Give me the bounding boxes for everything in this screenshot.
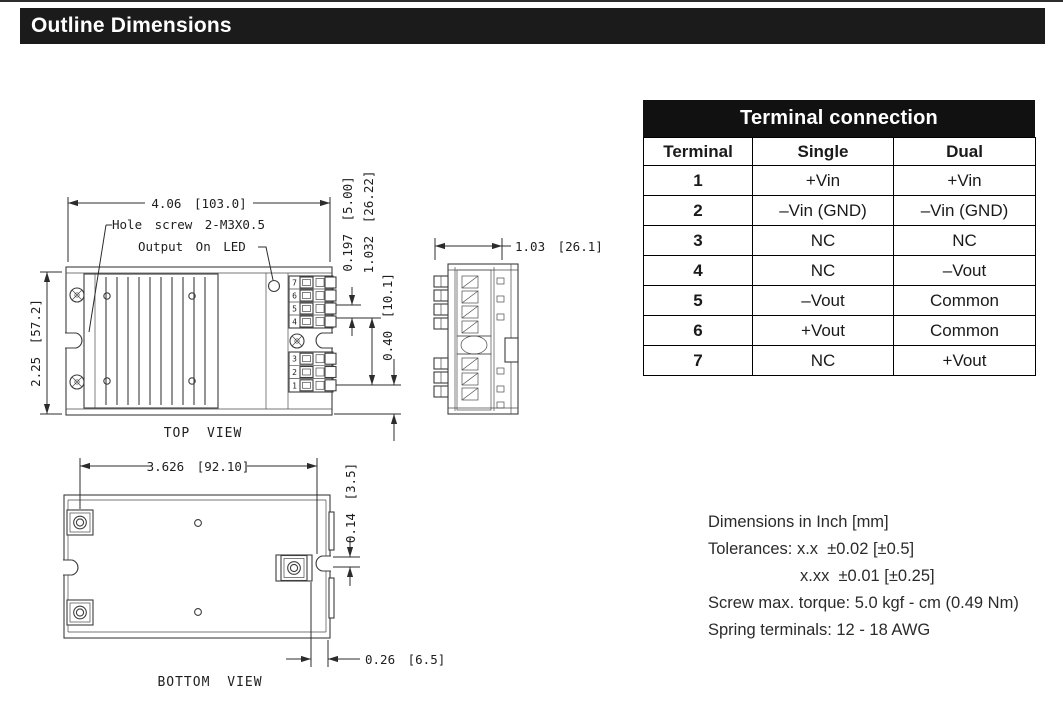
cell-terminal: 1 bbox=[643, 165, 753, 196]
pin-label: 6 bbox=[292, 292, 297, 301]
cell-single: NC bbox=[752, 225, 894, 256]
pin-label: 2 bbox=[292, 368, 297, 377]
pin-label: 7 bbox=[292, 279, 297, 288]
cell-single: +Vout bbox=[752, 315, 894, 346]
note-dimensions-units: Dimensions in Inch [mm] bbox=[708, 513, 889, 531]
callout-hole-screw: Hole screw 2-M3X0.5 bbox=[112, 217, 265, 232]
dim-side-depth: 1.03 [26.1] bbox=[515, 239, 603, 254]
dim-top-width: 4.06 [103.0] bbox=[151, 196, 246, 211]
cell-dual: Common bbox=[893, 315, 1036, 346]
cell-dual: +Vin bbox=[893, 165, 1036, 196]
upper-terminal-block: 7 6 5 4 bbox=[288, 275, 337, 329]
col-dual: Dual bbox=[893, 137, 1036, 166]
col-terminal: Terminal bbox=[643, 137, 753, 166]
dim-top-height: 2.25 [57.2] bbox=[28, 299, 43, 387]
cell-dual: +Vout bbox=[893, 345, 1036, 376]
cell-terminal: 7 bbox=[643, 345, 753, 376]
cell-single: NC bbox=[752, 255, 894, 286]
cell-dual: –Vin (GND) bbox=[893, 195, 1036, 226]
table-title: Terminal connection bbox=[643, 100, 1035, 137]
dim-bottom-tab: 0.14 [3.5] bbox=[343, 463, 358, 543]
table-row: 6 +Vout Common bbox=[643, 315, 1036, 346]
cell-terminal: 2 bbox=[643, 195, 753, 226]
note-tolerances-1: Tolerances: x.x ±0.02 [±0.5] bbox=[708, 540, 915, 558]
page-top-border bbox=[0, 0, 1063, 2]
top-view-dimensions: 4.06 [103.0] Hole screw 2-M3X0.5 Output … bbox=[28, 171, 401, 441]
col-single: Single bbox=[752, 137, 894, 166]
cell-single: +Vin bbox=[752, 165, 894, 196]
note-spring-terminals: Spring terminals: 12 - 18 AWG bbox=[708, 621, 931, 639]
pin-label: 5 bbox=[292, 305, 297, 314]
dim-terminal-gap: 0.40 [10.1] bbox=[380, 273, 395, 361]
section-header-bar: Outline Dimensions bbox=[20, 8, 1045, 44]
pin-label: 1 bbox=[292, 381, 297, 390]
table-row: 3 NC NC bbox=[643, 225, 1036, 256]
cell-dual: NC bbox=[893, 225, 1036, 256]
lower-terminal-block: 3 2 1 bbox=[288, 351, 337, 393]
side-view-drawing bbox=[433, 263, 519, 415]
table-row: 5 –Vout Common bbox=[643, 285, 1036, 316]
page-title: Outline Dimensions bbox=[31, 14, 232, 37]
note-screw-torque: Screw max. torque: 5.0 kgf - cm (0.49 Nm… bbox=[708, 594, 1019, 612]
cell-dual: Common bbox=[893, 285, 1036, 316]
notes: Dimensions in Inch [mm] Tolerances: x.x … bbox=[708, 509, 1019, 644]
callout-output-led: Output On LED bbox=[138, 239, 246, 254]
cell-single: –Vin (GND) bbox=[752, 195, 894, 226]
pin-label: 4 bbox=[292, 318, 297, 327]
dim-bottom-offset: 0.26 [6.5] bbox=[365, 652, 445, 667]
note-tolerances-2: x.xx ±0.01 [±0.25] bbox=[800, 567, 935, 585]
table-row: 4 NC –Vout bbox=[643, 255, 1036, 286]
table-row: 2 –Vin (GND) –Vin (GND) bbox=[643, 195, 1036, 226]
dim-terminal-offset: 0.197 [5.00] bbox=[340, 176, 355, 271]
table-row: 1 +Vin +Vin bbox=[643, 165, 1036, 196]
cell-single: –Vout bbox=[752, 285, 894, 316]
bottom-view-dimensions: 3.626 [92.10] 0.14 [3.5] 0.26 [6.5] bbox=[79, 458, 445, 667]
table-header-row: Terminal Single Dual bbox=[643, 137, 1036, 166]
bottom-view-drawing bbox=[63, 494, 335, 639]
cell-dual: –Vout bbox=[893, 255, 1036, 286]
led-indicator bbox=[267, 279, 281, 293]
cell-single: NC bbox=[752, 345, 894, 376]
dim-bottom-width: 3.626 [92.10] bbox=[147, 459, 250, 474]
side-view-dimensions: 1.03 [26.1] bbox=[434, 238, 603, 260]
cell-terminal: 4 bbox=[643, 255, 753, 286]
table-row: 7 NC +Vout bbox=[643, 345, 1036, 376]
bottom-view-label: BOTTOM VIEW bbox=[157, 675, 262, 690]
dim-terminal-block: 1.032 [26.22] bbox=[361, 171, 376, 274]
cell-terminal: 6 bbox=[643, 315, 753, 346]
terminal-connection-table: Terminal connection Terminal Single Dual… bbox=[643, 100, 1036, 376]
pin-label: 3 bbox=[292, 355, 297, 364]
top-view-drawing: 7 6 5 4 3 2 1 bbox=[65, 266, 337, 416]
top-view-label: TOP VIEW bbox=[164, 426, 243, 441]
cell-terminal: 3 bbox=[643, 225, 753, 256]
cell-terminal: 5 bbox=[643, 285, 753, 316]
